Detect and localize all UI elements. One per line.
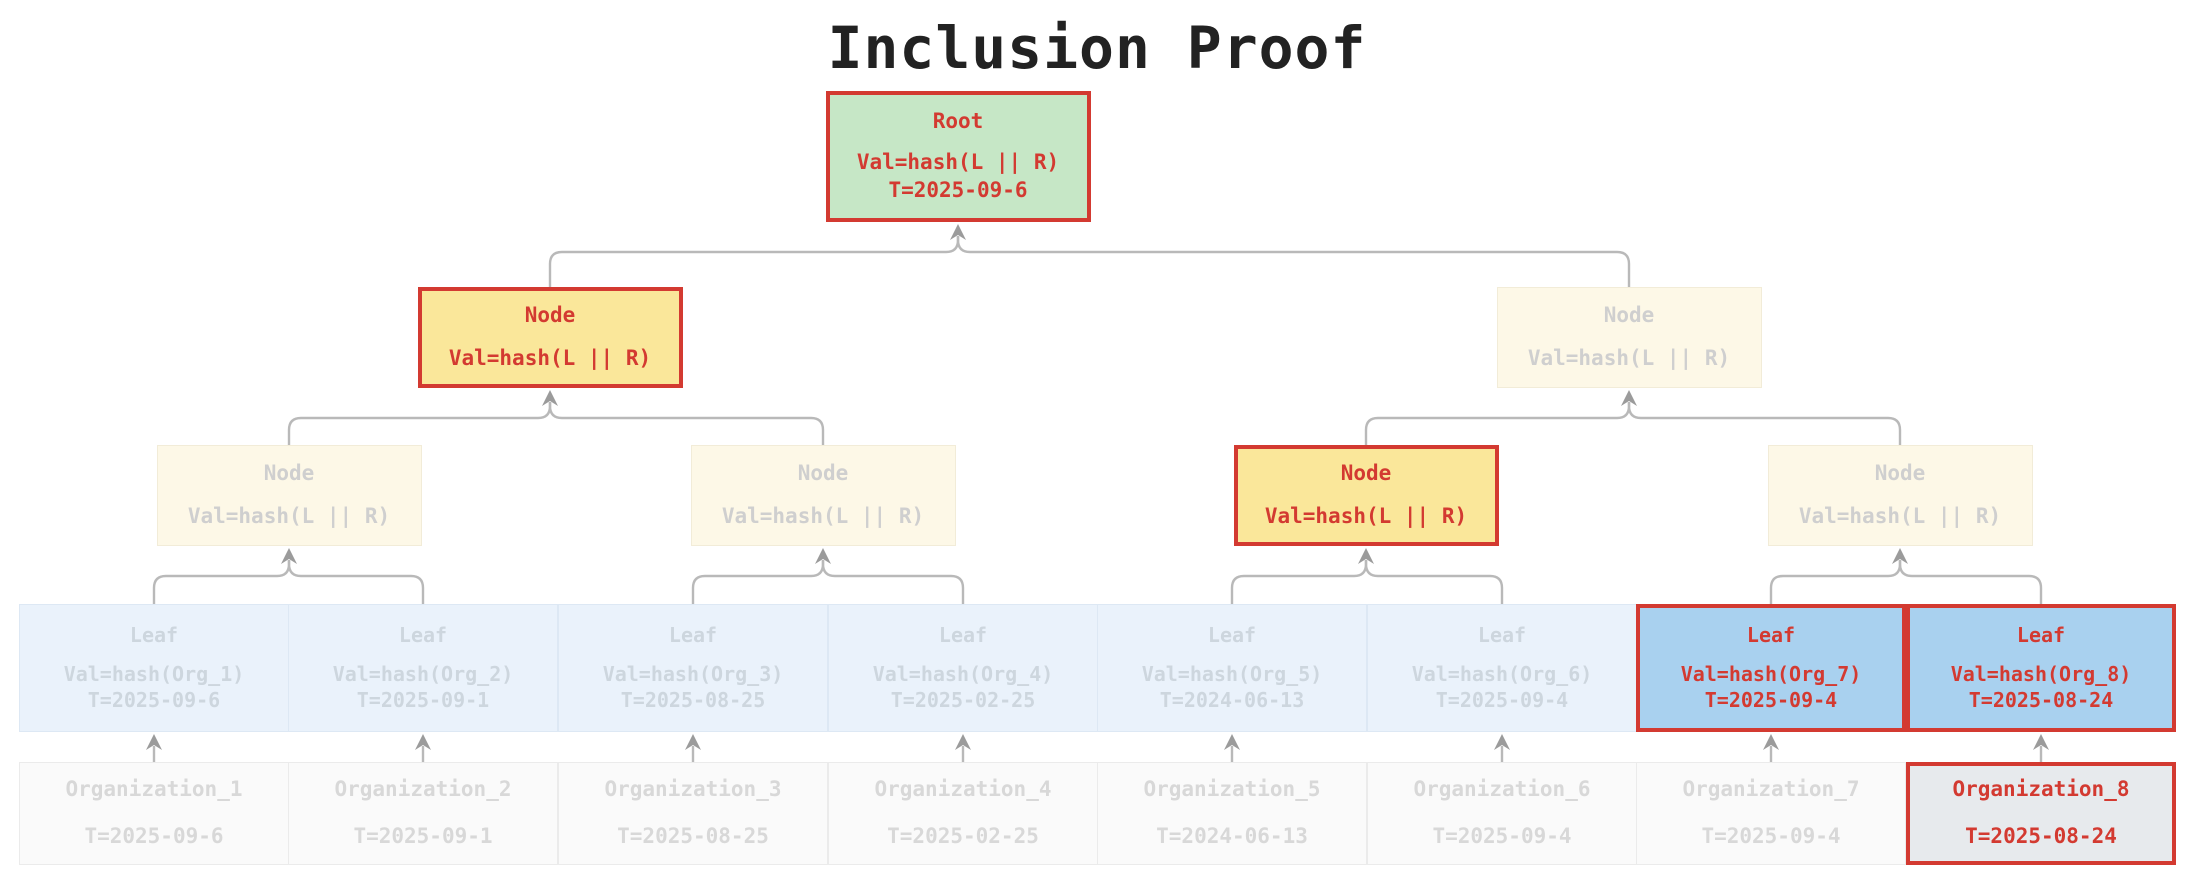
node-value: Val=hash(L || R) <box>1264 503 1468 528</box>
organization-timestamp: T=2025-09-4 <box>1701 823 1841 848</box>
organization-timestamp: T=2025-09-6 <box>84 823 224 848</box>
leaf-value: Val=hash(Org_1) <box>63 661 245 686</box>
organization-timestamp: T=2025-08-25 <box>617 823 769 848</box>
root-value: Val=hash(L || R) <box>856 150 1060 175</box>
root-timestamp: T=2025-09-6 <box>888 177 1028 202</box>
root-label: Root <box>932 109 984 134</box>
organization-label: Organization_2 <box>334 776 512 801</box>
leaf-timestamp: T=2025-02-25 <box>890 688 1036 712</box>
node-label: Node <box>797 460 849 485</box>
leaf-timestamp: T=2025-09-1 <box>356 688 490 712</box>
organization-label: Organization_6 <box>1413 776 1591 801</box>
leaf-label: Leaf <box>2016 622 2066 647</box>
node-value: Val=hash(L || R) <box>1527 345 1731 370</box>
organization-label: Organization_5 <box>1143 776 1321 801</box>
leaf-timestamp: T=2025-08-24 <box>1968 688 2114 712</box>
node-label: Node <box>263 460 315 485</box>
organization-timestamp: T=2025-08-24 <box>1965 823 2117 848</box>
leaf-timestamp: T=2025-08-25 <box>620 688 766 712</box>
leaf-value: Val=hash(Org_5) <box>1141 661 1323 686</box>
node-label: Node <box>1340 460 1392 485</box>
leaf-label: Leaf <box>129 622 179 647</box>
leaf-timestamp: T=2025-09-4 <box>1435 688 1569 712</box>
leaf-value: Val=hash(Org_7) <box>1680 661 1862 686</box>
leaf-value: Val=hash(Org_6) <box>1411 661 1593 686</box>
leaf-value: Val=hash(Org_2) <box>332 661 514 686</box>
organization-timestamp: T=2025-02-25 <box>887 823 1039 848</box>
leaf-label: Leaf <box>1477 622 1527 647</box>
leaf-label: Leaf <box>398 622 448 647</box>
organization-timestamp: T=2025-09-1 <box>353 823 493 848</box>
leaf-timestamp: T=2024-06-13 <box>1159 688 1305 712</box>
organization-label: Organization_3 <box>604 776 782 801</box>
leaf-label: Leaf <box>938 622 988 647</box>
organization-timestamp: T=2025-09-4 <box>1432 823 1572 848</box>
node-value: Val=hash(L || R) <box>187 503 391 528</box>
node-value: Val=hash(L || R) <box>448 345 652 370</box>
organization-label: Organization_4 <box>874 776 1052 801</box>
node-value: Val=hash(L || R) <box>721 503 925 528</box>
leaf-timestamp: T=2025-09-4 <box>1704 688 1838 712</box>
leaf-value: Val=hash(Org_4) <box>872 661 1054 686</box>
organization-label: Organization_1 <box>65 776 243 801</box>
node-value: Val=hash(L || R) <box>1798 503 2002 528</box>
leaf-label: Leaf <box>668 622 718 647</box>
leaf-label: Leaf <box>1207 622 1257 647</box>
leaf-value: Val=hash(Org_8) <box>1950 661 2132 686</box>
leaf-value: Val=hash(Org_3) <box>602 661 784 686</box>
leaf-label: Leaf <box>1746 622 1796 647</box>
organization-timestamp: T=2024-06-13 <box>1156 823 1308 848</box>
node-label: Node <box>1603 302 1655 327</box>
leaf-timestamp: T=2025-09-6 <box>87 688 221 712</box>
organization-label: Organization_8 <box>1952 776 2130 801</box>
node-label: Node <box>524 302 576 327</box>
page-title: Inclusion Proof <box>827 14 1367 82</box>
organization-label: Organization_7 <box>1682 776 1860 801</box>
node-label: Node <box>1874 460 1926 485</box>
